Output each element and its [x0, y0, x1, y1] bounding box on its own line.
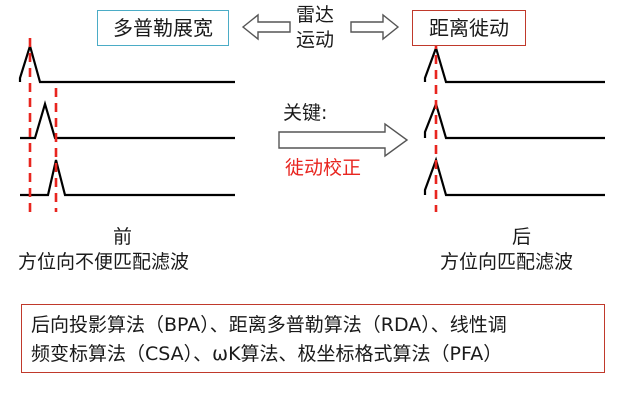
before-echo-3: [20, 159, 235, 197]
doppler-spread-label: 多普勒展宽: [113, 16, 213, 40]
before-dashed-markers: [28, 38, 58, 212]
key-label: 关键:: [283, 102, 328, 124]
after-echo-2: [423, 100, 605, 140]
after-echoes: [423, 44, 605, 197]
after-echo-3: [423, 156, 605, 197]
right-arrow-icon: [278, 122, 409, 158]
after-title: 后: [512, 226, 532, 248]
algorithms-line-2: 频变标算法（CSA）、ωK算法、极坐标格式算法（PFA）: [31, 343, 503, 365]
migration-correction-label: 徙动校正: [285, 157, 362, 179]
before-title: 前: [113, 226, 133, 248]
after-echo-1: [423, 44, 605, 84]
range-migration-label: 距离徙动: [429, 16, 509, 40]
double-arrow-right-icon: [350, 13, 400, 41]
doppler-spread-box: 多普勒展宽: [97, 10, 229, 46]
after-caption: 方位向匹配滤波: [440, 251, 574, 273]
before-echo-1: [18, 42, 235, 84]
before-echoes: [18, 42, 235, 197]
double-arrow-left-icon: [241, 13, 291, 41]
before-caption: 方位向不便匹配滤波: [18, 251, 190, 273]
algorithms-line-1: 后向投影算法（BPA）、距离多普勒算法（RDA）、线性调: [31, 314, 507, 336]
before-echo-2: [20, 100, 235, 140]
range-migration-box: 距离徙动: [412, 10, 526, 46]
motion-label: 运动: [296, 29, 335, 51]
algorithms-box: 后向投影算法（BPA）、距离多普勒算法（RDA）、线性调 频变标算法（CSA）、…: [21, 304, 605, 373]
radar-label: 雷达: [296, 4, 335, 26]
